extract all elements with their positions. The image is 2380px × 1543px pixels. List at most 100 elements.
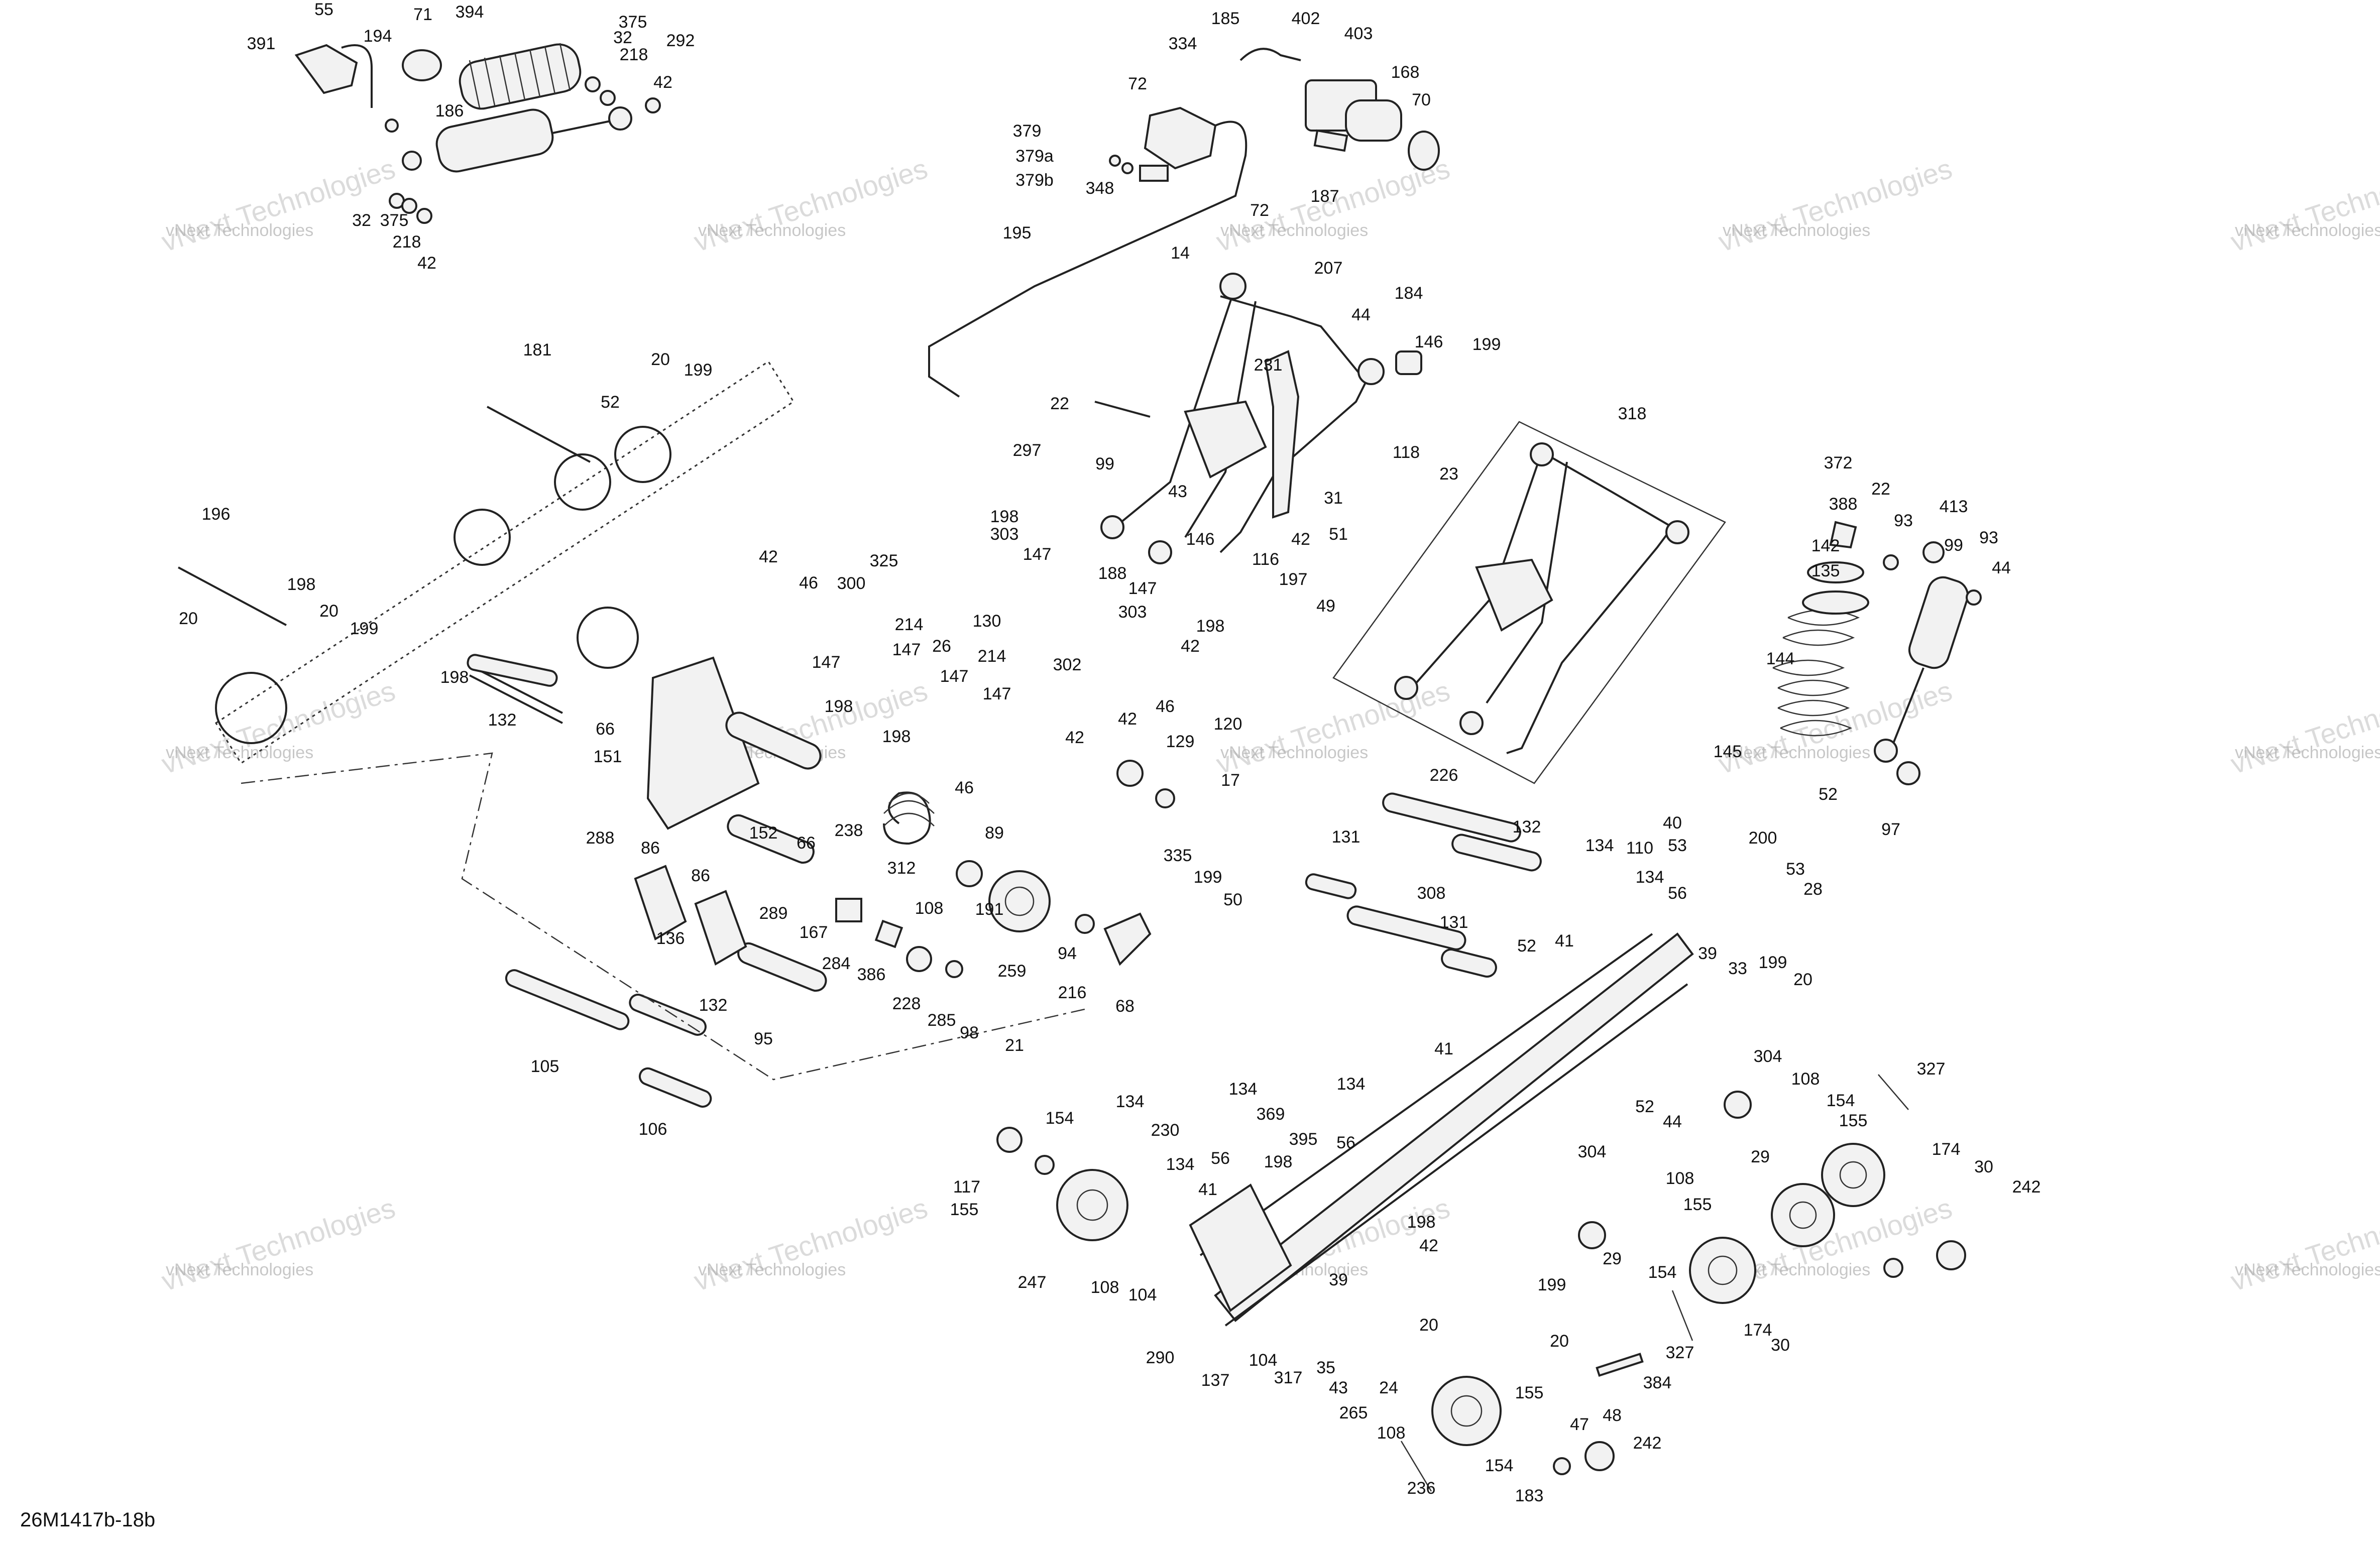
part-callout: 134 xyxy=(1116,1092,1145,1111)
part-callout: 42 xyxy=(1419,1236,1438,1255)
part-callout: 32 xyxy=(613,28,632,47)
part-callout: 185 xyxy=(1211,9,1240,28)
part-callout: 99 xyxy=(1095,454,1114,473)
watermark-text-large: vNext Technologies xyxy=(690,152,931,258)
watermark-text-large: vNext Technologies xyxy=(158,1192,399,1297)
part-callout: 51 xyxy=(1329,525,1348,544)
part-callout: 144 xyxy=(1766,649,1795,668)
part-callout: 56 xyxy=(1211,1149,1230,1168)
part-callout: 372 xyxy=(1824,453,1853,472)
slide-rail-assembly xyxy=(241,654,1694,1327)
part-callout: 94 xyxy=(1058,944,1077,963)
part-callout: 247 xyxy=(1018,1273,1047,1292)
part-callout: 154 xyxy=(1046,1109,1074,1128)
part-callout: 196 xyxy=(202,505,231,524)
part-callout: 284 xyxy=(822,954,851,973)
rear-idler-wheels xyxy=(996,1074,1966,1492)
part-callout: 134 xyxy=(1166,1155,1195,1174)
watermark-text: vNext Technologies xyxy=(166,221,313,240)
part-callout: 154 xyxy=(1827,1091,1855,1110)
idler-wheel-group-center xyxy=(956,760,1175,966)
part-callout: 395 xyxy=(1289,1130,1318,1149)
part-callout: 43 xyxy=(1168,482,1187,501)
part-callout: 198 xyxy=(882,727,911,746)
part-callout: 403 xyxy=(1344,24,1373,43)
part-callout: 199 xyxy=(1538,1275,1566,1294)
part-callout: 259 xyxy=(998,962,1027,981)
watermark-text: vNext Technologies xyxy=(166,1260,313,1279)
part-callout: 28 xyxy=(1803,880,1823,899)
watermark-text-large: vNext Technologies xyxy=(690,1192,931,1297)
part-callout: 21 xyxy=(1005,1036,1024,1055)
part-callout: 198 xyxy=(825,697,853,716)
part-callout: 288 xyxy=(586,828,615,848)
part-callout: 108 xyxy=(1666,1169,1694,1188)
part-callout: 41 xyxy=(1198,1180,1217,1199)
part-callout: 303 xyxy=(990,525,1019,544)
watermark-text-large: vNext Technologies xyxy=(2227,674,2380,780)
part-callout: 40 xyxy=(1663,813,1682,833)
part-callout: 242 xyxy=(2012,1177,2041,1197)
part-callout: 42 xyxy=(1118,709,1137,729)
part-callout: 56 xyxy=(1336,1133,1355,1152)
part-callout: 134 xyxy=(1636,868,1664,887)
part-callout: 42 xyxy=(417,254,436,273)
part-callout: 20 xyxy=(1550,1332,1569,1351)
part-callout: 98 xyxy=(960,1023,979,1042)
watermark-text: vNext Technologies xyxy=(1723,221,1870,240)
part-callout: 132 xyxy=(699,996,728,1015)
part-callout: 191 xyxy=(975,900,1004,919)
part-callout: 214 xyxy=(895,615,924,634)
part-callout: 93 xyxy=(1894,511,1913,530)
part-callout: 24 xyxy=(1379,1378,1398,1397)
watermark-text: vNext Technologies xyxy=(2235,221,2380,240)
part-callout: 146 xyxy=(1186,530,1215,549)
part-callout: 89 xyxy=(985,823,1004,843)
part-callout: 195 xyxy=(1003,223,1032,243)
part-callout: 39 xyxy=(1329,1270,1348,1289)
part-callout: 334 xyxy=(1169,34,1197,53)
part-callout: 134 xyxy=(1585,836,1614,855)
part-callout: 132 xyxy=(1513,817,1541,837)
part-callout: 52 xyxy=(1819,785,1838,804)
part-callout: 136 xyxy=(656,929,685,948)
part-callout: 17 xyxy=(1221,771,1240,790)
part-callout: 375 xyxy=(619,13,647,32)
part-callout: 104 xyxy=(1128,1285,1157,1304)
part-callout: 292 xyxy=(666,31,695,50)
part-callout: 110 xyxy=(1626,839,1653,858)
watermark-text: vNext Technologies xyxy=(698,1260,846,1279)
part-callout: 68 xyxy=(1115,997,1135,1016)
part-callout: 26 xyxy=(932,637,951,656)
part-callout: 50 xyxy=(1223,890,1242,909)
part-callout: 155 xyxy=(950,1200,979,1219)
part-callout: 289 xyxy=(759,904,788,923)
part-callout: 52 xyxy=(1635,1097,1654,1116)
part-callout: 134 xyxy=(1337,1075,1366,1094)
watermark-text-large: vNext Technologies xyxy=(158,152,399,258)
part-callout: 35 xyxy=(1316,1358,1335,1377)
part-callout: 297 xyxy=(1013,441,1042,460)
part-callout: 52 xyxy=(601,393,620,412)
part-callout: 132 xyxy=(488,710,517,730)
part-callout: 42 xyxy=(1291,530,1310,549)
part-callout: 49 xyxy=(1316,597,1335,616)
part-callout: 348 xyxy=(1086,179,1114,198)
watermark-text: vNext Technologies xyxy=(2235,743,2380,762)
part-callout: 174 xyxy=(1932,1140,1961,1159)
part-callout: 53 xyxy=(1786,860,1805,879)
part-callout: 402 xyxy=(1292,9,1320,28)
part-callout: 218 xyxy=(393,232,421,252)
part-callout: 14 xyxy=(1171,244,1190,263)
part-callout: 214 xyxy=(978,647,1006,666)
part-callout: 20 xyxy=(319,602,338,621)
diagram-code: 26M1417b-18b xyxy=(20,1509,155,1531)
watermark-text: vNext Technologies xyxy=(698,221,846,240)
part-callout: 200 xyxy=(1749,828,1777,848)
part-callout: 181 xyxy=(523,340,552,360)
part-callout: 137 xyxy=(1201,1371,1230,1390)
part-callout: 154 xyxy=(1485,1456,1514,1475)
part-callout: 216 xyxy=(1058,983,1087,1002)
part-callout: 154 xyxy=(1648,1263,1677,1282)
